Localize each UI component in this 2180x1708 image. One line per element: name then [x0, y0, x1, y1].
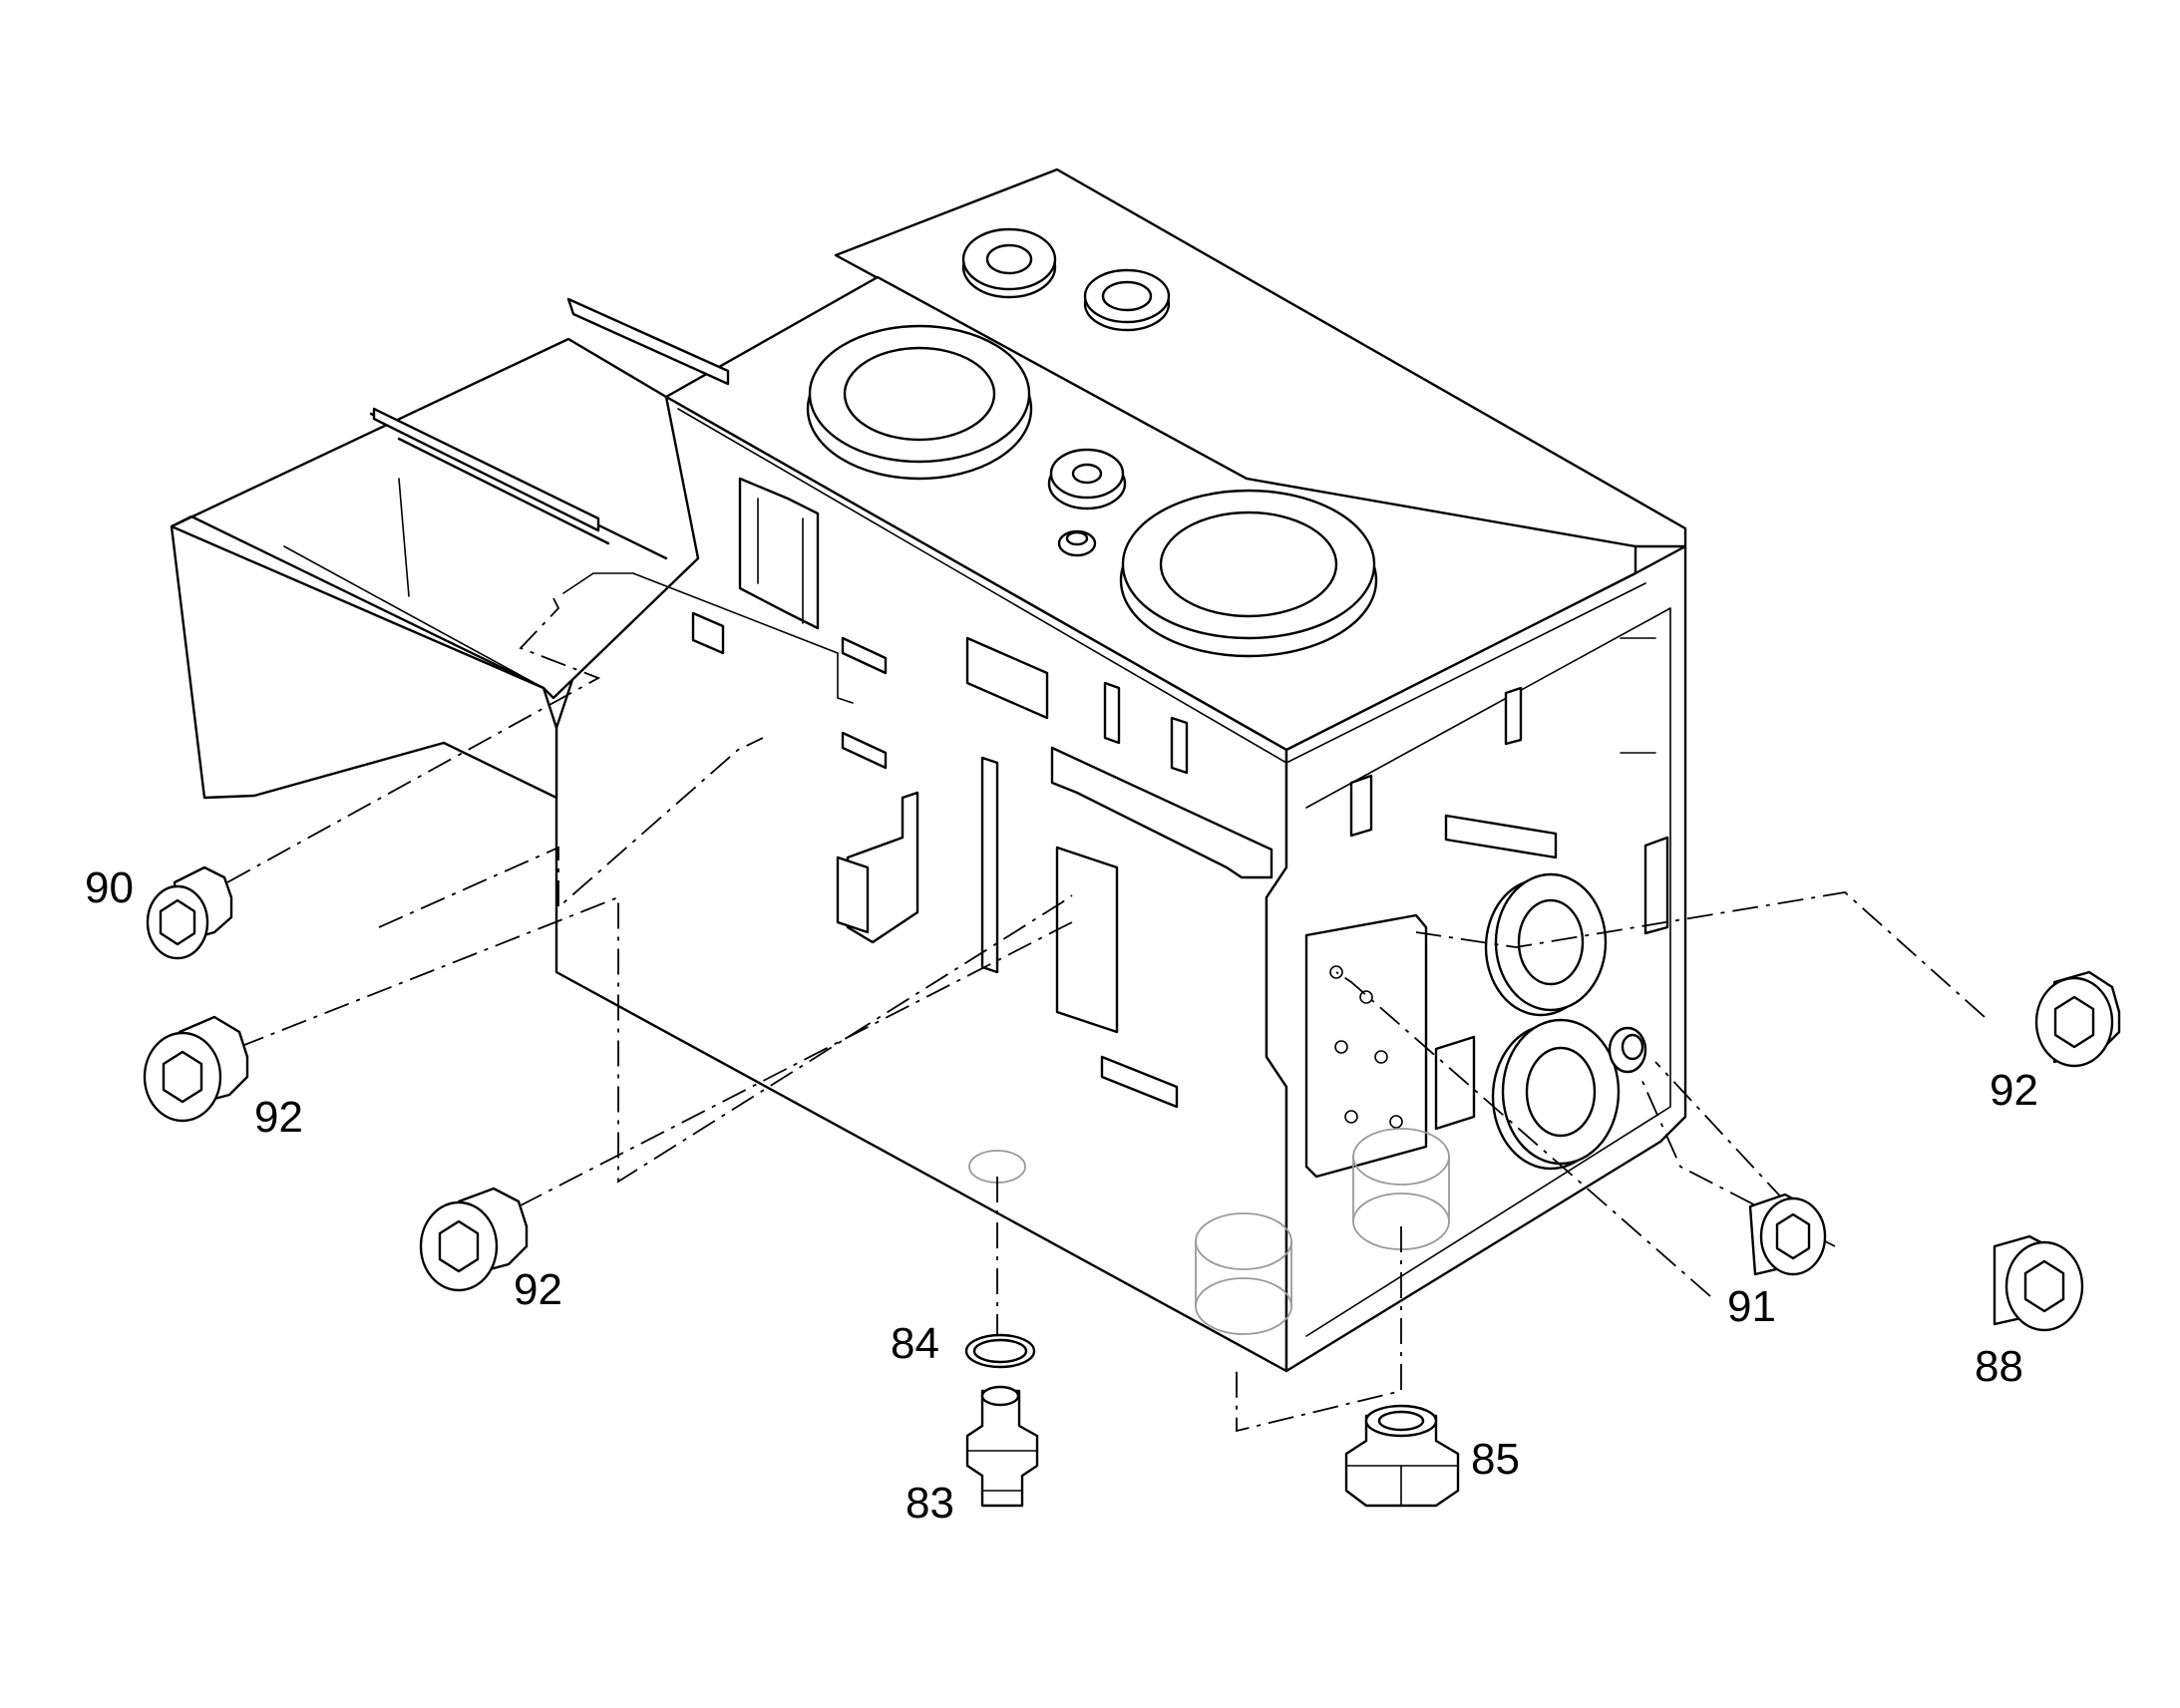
hidden-bottom-sleeves: [968, 1128, 1450, 1335]
callout-85: 85: [1471, 1435, 1520, 1484]
plug-88: [1993, 1234, 2084, 1332]
oring-84: [964, 1333, 1036, 1369]
top-port-small-center: [1047, 448, 1127, 511]
callout-90: 90: [85, 863, 134, 912]
callout-92-left-lower: 92: [514, 1265, 562, 1314]
fitting-83: [965, 1385, 1039, 1508]
internal-mounting-plate: [738, 477, 820, 630]
callout-labels: 90 92 92 92 91 88 84 83 85: [85, 863, 2038, 1528]
fitting-85: [1344, 1404, 1460, 1508]
right-face-flange-lower: [1491, 1018, 1621, 1171]
plug-91: [1748, 1193, 1827, 1276]
top-port-small-rear-right: [1083, 268, 1171, 332]
callout-84: 84: [891, 1319, 939, 1368]
callout-91: 91: [1727, 1282, 1776, 1331]
internal-pipe: [562, 572, 854, 704]
right-face-flange-upper: [1484, 872, 1608, 1017]
gearbox-housing: [554, 168, 1687, 1373]
plug-90: [146, 865, 233, 960]
internal-blocks: [691, 611, 1273, 1109]
plug-92-right: [2034, 970, 2121, 1068]
plug-92-left-lower: [419, 1187, 529, 1292]
top-port-tiny: [1057, 529, 1097, 557]
callout-92-left-upper: 92: [254, 1093, 303, 1142]
top-port-large-right: [1119, 489, 1378, 658]
callout-83: 83: [906, 1479, 954, 1528]
right-face-small-port: [1608, 1026, 1647, 1074]
right-face-valve-plate: [1304, 913, 1476, 1179]
top-port-small-rear-left: [961, 227, 1057, 299]
right-face-blocks: [1349, 637, 1669, 935]
left-bracket-tray: [170, 297, 730, 800]
top-port-large-left: [806, 324, 1033, 481]
callout-88: 88: [1975, 1342, 2023, 1391]
callout-92-right: 92: [1990, 1066, 2038, 1115]
plug-92-left-upper: [143, 1015, 249, 1123]
